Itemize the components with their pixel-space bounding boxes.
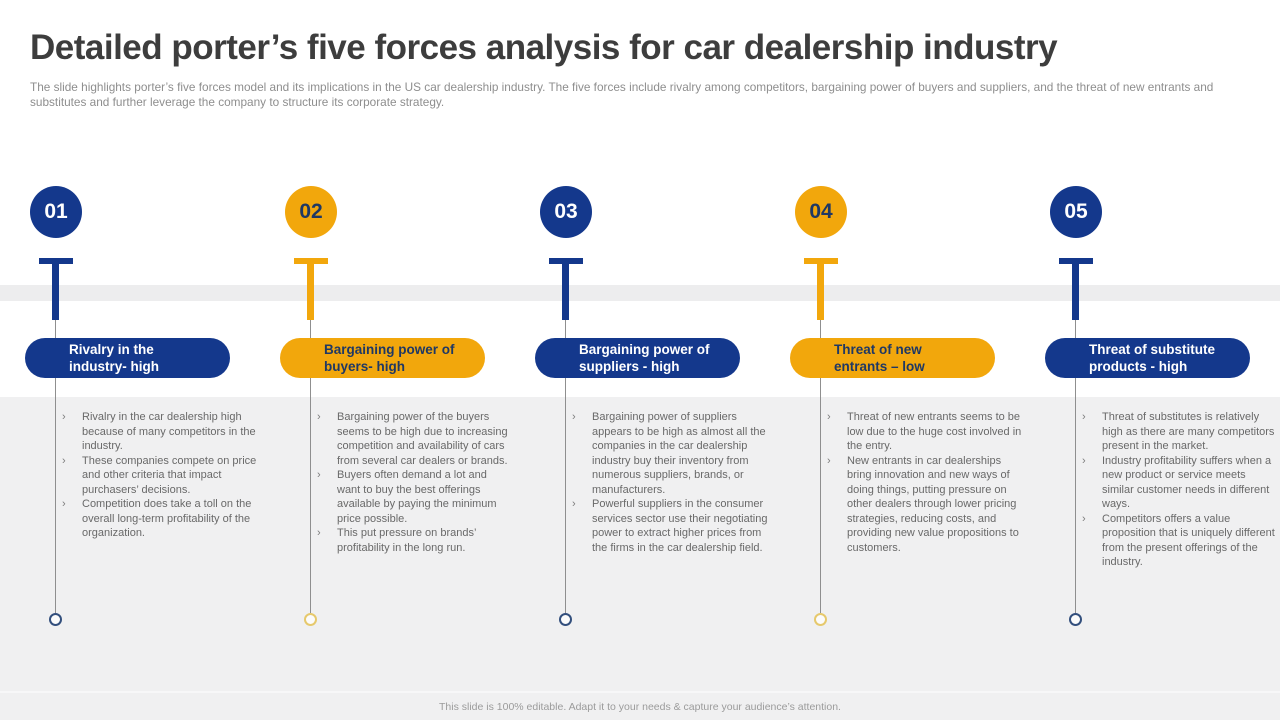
list-item: ›These companies compete on price and ot… [62, 454, 257, 496]
footer-divider [0, 691, 1280, 693]
chevron-bullet-icon: › [317, 469, 321, 481]
force-column-buyers: 02 Bargaining power of buyers- high ›Bar… [280, 180, 512, 660]
force-label-pill: Bargaining power of suppliers - high [535, 338, 740, 378]
pin-icon [562, 258, 569, 320]
timeline-band [0, 285, 1280, 301]
force-points-list: ›Threat of new entrants seems to be low … [827, 410, 1023, 555]
chevron-bullet-icon: › [317, 527, 321, 539]
list-item: ›Rivalry in the car dealership high beca… [62, 411, 256, 452]
connector-line [565, 320, 566, 613]
list-item: ›This put pressure on brands’ profitabil… [317, 527, 476, 554]
force-column-suppliers: 03 Bargaining power of suppliers - high … [535, 180, 767, 660]
pin-icon [307, 258, 314, 320]
list-item: ›Industry profitability suffers when a n… [1082, 454, 1272, 511]
list-item: ›New entrants in car dealerships bring i… [827, 454, 1019, 554]
footer-note: This slide is 100% editable. Adapt it to… [439, 701, 841, 713]
force-column-substitutes: 05 Threat of substitute products - high … [1045, 180, 1277, 660]
chevron-bullet-icon: › [317, 411, 321, 423]
chevron-bullet-icon: › [827, 411, 831, 423]
content-panel [0, 397, 1280, 720]
force-points-list: ›Rivalry in the car dealership high beca… [62, 410, 258, 541]
force-label-pill: Threat of substitute products - high [1045, 338, 1250, 378]
terminal-dot-icon [559, 613, 572, 626]
list-item: ›Threat of substitutes is relatively hig… [1082, 411, 1275, 452]
list-item: ›Competitors offers a value proposition … [1082, 512, 1275, 569]
chevron-bullet-icon: › [1082, 411, 1086, 423]
pin-icon [52, 258, 59, 320]
force-points-list: ›Threat of substitutes is relatively hig… [1082, 410, 1278, 570]
force-column-rivalry: 01 Rivalry in the industry- high ›Rivalr… [25, 180, 257, 660]
chevron-bullet-icon: › [62, 411, 66, 423]
step-number-badge: 04 [795, 186, 847, 238]
pin-icon [817, 258, 824, 320]
terminal-dot-icon [304, 613, 317, 626]
list-item: ›Bargaining power of the buyers seems to… [317, 411, 508, 467]
list-item: ›Threat of new entrants seems to be low … [827, 411, 1022, 452]
chevron-bullet-icon: › [572, 411, 576, 423]
step-number-badge: 03 [540, 186, 592, 238]
list-item: ›Buyers often demand a lot and want to b… [317, 469, 497, 525]
connector-line [310, 320, 311, 613]
chevron-bullet-icon: › [827, 454, 831, 467]
page-subtitle: The slide highlights porter’s five force… [30, 80, 1214, 109]
connector-line [820, 320, 821, 613]
pin-icon [1072, 258, 1079, 320]
chevron-bullet-icon: › [572, 498, 576, 510]
connector-line [55, 320, 56, 613]
list-item: ›Powerful suppliers in the consumer serv… [572, 498, 768, 554]
force-points-list: ›Bargaining power of suppliers appears t… [572, 410, 768, 555]
terminal-dot-icon [1069, 613, 1082, 626]
terminal-dot-icon [814, 613, 827, 626]
step-number-badge: 01 [30, 186, 82, 238]
force-label-pill: Bargaining power of buyers- high [280, 338, 485, 378]
connector-line [1075, 320, 1076, 613]
force-column-new-entrants: 04 Threat of new entrants – low ›Threat … [790, 180, 1022, 660]
terminal-dot-icon [49, 613, 62, 626]
chevron-bullet-icon: › [62, 454, 66, 467]
list-item: ›Bargaining power of suppliers appears t… [572, 411, 766, 496]
chevron-bullet-icon: › [62, 498, 66, 510]
force-label-pill: Rivalry in the industry- high [25, 338, 230, 378]
step-number-badge: 02 [285, 186, 337, 238]
chevron-bullet-icon: › [1082, 454, 1086, 467]
force-points-list: ›Bargaining power of the buyers seems to… [317, 410, 513, 555]
page-title: Detailed porter’s five forces analysis f… [30, 28, 1058, 67]
list-item: ›Competition does take a toll on the ove… [62, 498, 252, 539]
force-label-pill: Threat of new entrants – low [790, 338, 995, 378]
step-number-badge: 05 [1050, 186, 1102, 238]
chevron-bullet-icon: › [1082, 512, 1086, 525]
